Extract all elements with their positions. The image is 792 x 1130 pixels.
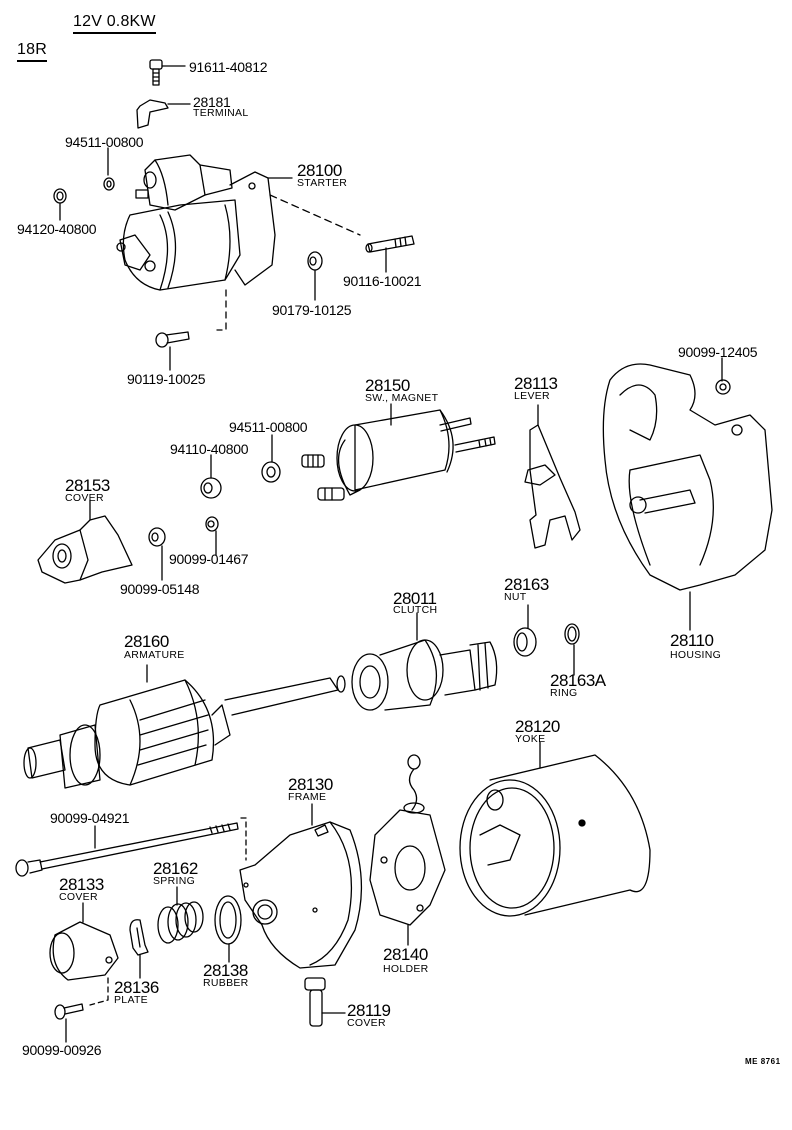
part-name-28160: ARMATURE (124, 649, 185, 661)
frame-28130-drawing (240, 804, 361, 968)
model-label: 18R (17, 42, 47, 62)
part-name-28011: CLUTCH (393, 604, 438, 616)
part-name-28113: LEVER (514, 390, 550, 402)
part-name-28138: RUBBER (203, 977, 249, 989)
cover-28153-drawing (38, 500, 132, 583)
cover-28133-drawing (50, 903, 118, 1005)
part-number-28119[interactable]: 28119 (347, 1001, 391, 1020)
bolt-91611-40812-drawing (150, 60, 185, 85)
part-name-28110: HOUSING (670, 649, 722, 661)
housing-28110-drawing (603, 364, 772, 630)
part-number-28181[interactable]: 28181 (193, 94, 231, 110)
part-number-94511-00800-top[interactable]: 94511-00800 (65, 134, 144, 150)
part-number-28163A[interactable]: 28163A (550, 671, 606, 690)
magnet-switch-28150-drawing (302, 404, 495, 500)
part-name-28150: SW., MAGNET (365, 392, 439, 404)
part-number-94511-00800-mid[interactable]: 94511-00800 (229, 419, 308, 435)
washer-94511-00800-top-drawing (104, 148, 114, 190)
starter-28100-drawing (117, 155, 360, 330)
grommet-90099-05148-drawing (149, 528, 165, 580)
terminal-28181-drawing (137, 100, 190, 128)
part-number-90099-00926[interactable]: 90099-00926 (22, 1042, 102, 1058)
part-number-28140[interactable]: 28140 (383, 945, 428, 964)
part-number-28011[interactable]: 28011 (393, 589, 437, 608)
part-name-28136: PLATE (114, 994, 148, 1006)
ring-28163A-drawing (565, 624, 579, 675)
nut-94110-40800-drawing (201, 455, 221, 498)
rubber-28138-drawing (215, 896, 241, 962)
part-number-28138[interactable]: 28138 (203, 961, 248, 980)
washer-90099-01467-drawing (206, 517, 218, 555)
part-number-28162[interactable]: 28162 (153, 859, 198, 878)
part-name-28133: COVER (59, 891, 98, 903)
part-name-28120: YOKE (515, 733, 546, 745)
part-number-94120-40800[interactable]: 94120-40800 (17, 221, 97, 237)
nut-94120-40800-drawing (54, 189, 66, 220)
part-name-28140: HOLDER (383, 963, 429, 975)
part-number-90119-10025[interactable]: 90119-10025 (127, 371, 206, 387)
part-number-90099-04921[interactable]: 90099-04921 (50, 810, 130, 826)
part-number-28120[interactable]: 28120 (515, 717, 560, 736)
part-number-28113[interactable]: 28113 (514, 374, 558, 393)
cover-28119-drawing (305, 978, 345, 1026)
part-number-90179-10125[interactable]: 90179-10125 (272, 302, 352, 318)
grommet-90099-12405-drawing (716, 358, 730, 394)
part-number-90099-01467[interactable]: 90099-01467 (169, 551, 249, 567)
clutch-28011-drawing (352, 613, 497, 710)
spring-28162-drawing (158, 887, 203, 943)
plate-28136-drawing (130, 920, 148, 978)
part-number-28153[interactable]: 28153 (65, 476, 110, 495)
part-number-28130[interactable]: 28130 (288, 775, 333, 794)
part-name-28153: COVER (65, 492, 104, 504)
screw-90099-00926-drawing (55, 1004, 83, 1042)
spec-title: 12V 0.8KW (73, 14, 156, 34)
part-name-28163: NUT (504, 591, 527, 603)
part-number-28163[interactable]: 28163 (504, 575, 549, 594)
armature-28160-drawing (24, 665, 345, 788)
part-number-28133[interactable]: 28133 (59, 875, 104, 894)
part-number-90099-05148[interactable]: 90099-05148 (120, 581, 200, 597)
part-number-28110[interactable]: 28110 (670, 631, 714, 650)
holder-28140-drawing (370, 755, 445, 945)
part-name-28100: STARTER (297, 177, 348, 189)
bolt-90119-10025-drawing (156, 332, 189, 370)
part-number-91611-40812[interactable]: 91611-40812 (189, 59, 268, 75)
part-number-90116-10021[interactable]: 90116-10021 (343, 273, 422, 289)
part-number-28136[interactable]: 28136 (114, 978, 159, 997)
part-number-28160[interactable]: 28160 (124, 632, 169, 651)
part-number-28100[interactable]: 28100 (297, 161, 342, 180)
part-name-28119: COVER (347, 1017, 386, 1029)
yoke-28120-drawing (460, 742, 650, 916)
part-name-28181: TERMINAL (193, 107, 249, 119)
stud-90116-10021-drawing (366, 236, 414, 272)
part-name-28162: SPRING (153, 875, 196, 887)
part-name-28130: FRAME (288, 791, 327, 803)
lever-28113-drawing (525, 405, 580, 548)
part-name-28163A: RING (550, 687, 578, 699)
through-bolt-90099-04921-drawing (16, 818, 246, 876)
part-number-28150[interactable]: 28150 (365, 376, 410, 395)
part-number-90099-12405[interactable]: 90099-12405 (678, 344, 758, 360)
washer-94511-00800-mid-drawing (262, 435, 280, 482)
part-number-94110-40800[interactable]: 94110-40800 (170, 441, 249, 457)
nut-28163-drawing (514, 605, 536, 656)
nut-90179-10125-drawing (308, 252, 322, 300)
figure-code: ME 8761 (745, 1057, 781, 1066)
